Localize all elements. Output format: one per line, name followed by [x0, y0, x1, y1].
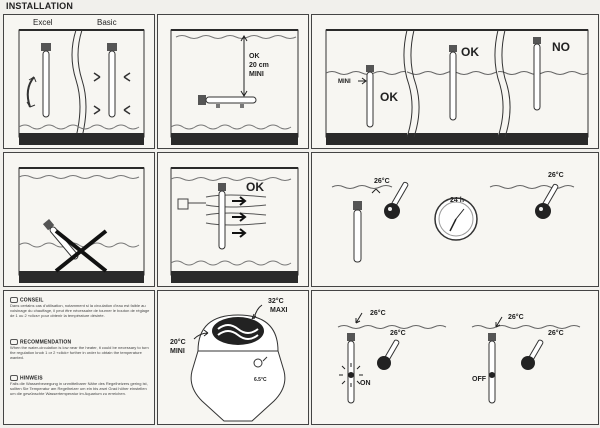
heater-high — [533, 37, 541, 111]
flow-illustration: OK — [170, 167, 299, 283]
notes-panel: CONSEIL Dans certains cas d'utilisation,… — [3, 290, 155, 425]
on-off-illustration: 26°C 26°C ON 26°C 26°C — [337, 309, 581, 404]
thermometer-icon — [521, 339, 544, 370]
temp-off-2: 26°C — [548, 329, 564, 337]
thermometer-icon — [384, 181, 409, 219]
max-temp: 32°C — [268, 297, 284, 305]
on-label: ON — [360, 380, 371, 387]
panel-wait-24h: 26°C 24 h 26°C — [311, 152, 599, 287]
min-temp: 20°C — [170, 338, 186, 346]
temp-end: 26°C — [548, 171, 564, 179]
incorrect-illustration — [18, 167, 145, 283]
heater-basic — [107, 43, 117, 118]
heater-cap — [190, 314, 286, 422]
knob-illustration: 6.5°C 32°C MAXI 20°C MINI — [170, 297, 288, 422]
panel-immersion: MINI OK OK NO — [311, 14, 599, 149]
basic-label: Basic — [97, 18, 117, 27]
note-de: HINWEIS Falls die Wasserbewegung in unmi… — [10, 375, 150, 396]
heater-flow — [218, 183, 226, 250]
flag-de-icon — [10, 375, 18, 381]
thermometer-icon — [535, 183, 559, 219]
flag-en-icon — [10, 339, 18, 345]
min-label: MINI — [170, 348, 185, 355]
heater-on — [347, 333, 355, 404]
heater-wait — [353, 201, 362, 263]
indicator-light-icon — [339, 363, 363, 387]
no-label: NO — [552, 40, 570, 54]
depth-label: 20 cm — [249, 62, 269, 69]
max-label: MAXI — [270, 307, 288, 314]
depth-illustration: OK 20 cm MINI — [170, 29, 299, 145]
note-fr: CONSEIL Dans certains cas d'utilisation,… — [10, 297, 150, 318]
off-label: OFF — [472, 376, 487, 383]
panel-incorrect — [3, 152, 155, 287]
panel-excel-basic: Excel Basic — [3, 14, 155, 149]
note-heading: RECOMMENDATION — [20, 339, 72, 346]
temp-on-1: 26°C — [370, 309, 386, 317]
excel-basic-illustration: Excel Basic — [18, 18, 145, 145]
panel-depth: OK 20 cm MINI — [157, 14, 309, 149]
clock-icon — [434, 197, 478, 241]
ok-mini: OK — [380, 90, 398, 104]
cross-icon — [54, 229, 108, 273]
indicator-off-icon — [489, 372, 495, 378]
ok-mid: OK — [461, 45, 479, 59]
heater-mid — [449, 45, 457, 121]
page-title: INSTALLATION — [6, 1, 74, 11]
note-text: When the water-circulation is low near t… — [10, 345, 149, 361]
mini-mark: MINI — [338, 79, 351, 85]
thermometer-icon — [377, 339, 400, 370]
ok-label: OK — [249, 53, 260, 60]
panel-on-off: 26°C 26°C ON 26°C 26°C — [311, 290, 599, 425]
temp-on-2: 26°C — [390, 329, 406, 337]
excel-label: Excel — [33, 18, 53, 27]
note-text: Dans certains cas d'utilisation, notamme… — [10, 303, 150, 319]
mini-label: MINI — [249, 71, 264, 78]
panel-knob: 6.5°C 32°C MAXI 20°C MINI — [157, 290, 309, 425]
note-text: Falls die Wasserbewegung in unmittelbare… — [10, 381, 148, 397]
note-heading: HINWEIS — [20, 375, 43, 382]
heater-tilted — [42, 218, 79, 260]
flag-fr-icon — [10, 297, 18, 303]
temp-off-1: 26°C — [508, 313, 524, 321]
heater-mini — [366, 65, 374, 128]
note-en: RECOMMENDATION When the water-circulatio… — [10, 339, 150, 360]
heater-excel — [41, 43, 51, 118]
temp-start: 26°C — [374, 177, 390, 185]
wait-illustration: 26°C 24 h 26°C — [331, 171, 575, 263]
immersion-illustration: MINI OK OK NO — [325, 29, 589, 145]
heater-off — [488, 333, 496, 404]
note-heading: CONSEIL — [20, 297, 44, 304]
panel-flow: OK — [157, 152, 309, 287]
ok-flow: OK — [246, 180, 264, 194]
heater-horizontal — [198, 95, 257, 108]
clock-label: 24 h — [450, 197, 464, 204]
dial-value: 6.5°C — [254, 377, 267, 383]
